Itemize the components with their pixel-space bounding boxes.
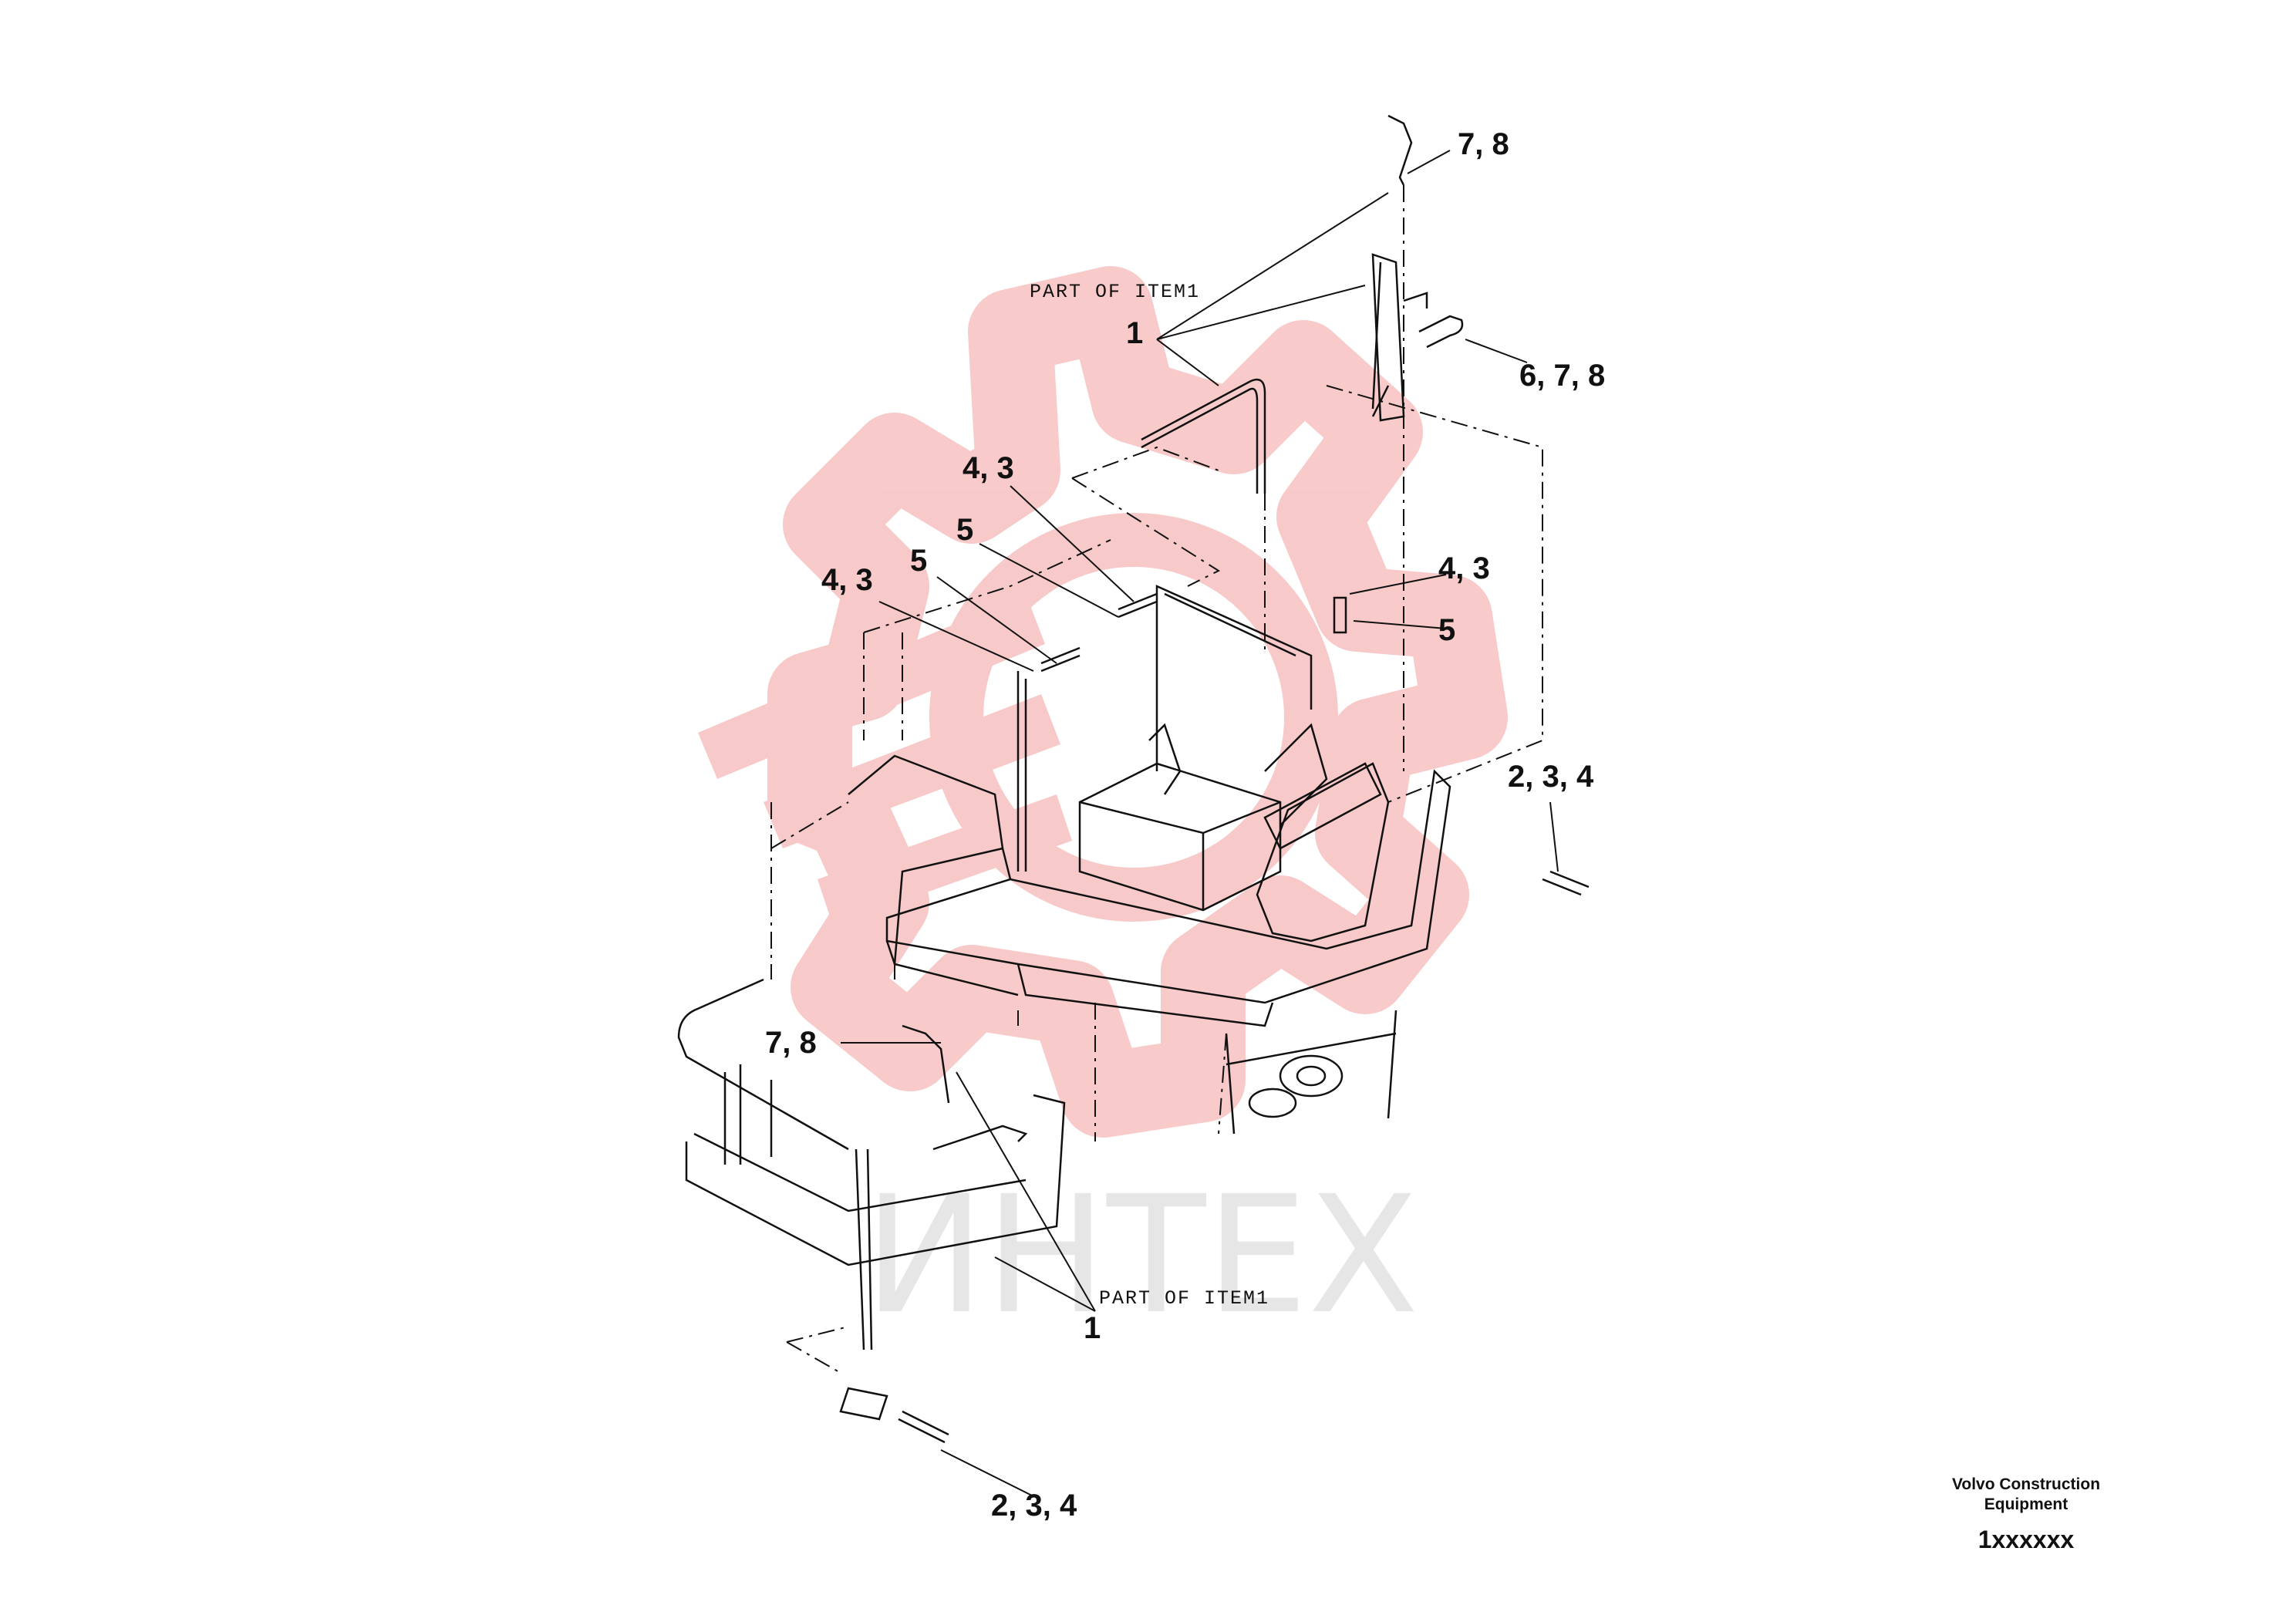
callout-5-a: 5	[956, 513, 973, 547]
note-part-of-item1-bottom: PART OF ITEM1	[1099, 1287, 1269, 1310]
brand-line-2: Equipment	[1984, 1496, 2068, 1513]
part-code: 1xxxxxx	[1977, 1526, 2075, 1553]
callout-1-top: 1	[1126, 316, 1143, 350]
leader-lines	[841, 150, 1559, 1497]
construction-lines	[770, 185, 1543, 1374]
callout-4-3-c: 4, 3	[1438, 551, 1490, 585]
brand-block: Volvo Construction Equipment 1xxxxxx	[1926, 1475, 2126, 1554]
watermark-text: ИНТЕХ	[864, 1161, 1419, 1350]
callout-4-3-a: 4, 3	[963, 451, 1014, 485]
callout-2-3-4-right: 2, 3, 4	[1508, 760, 1594, 794]
callout-5-b: 5	[910, 544, 927, 578]
callout-6-7-8: 6, 7, 8	[1519, 359, 1605, 393]
callout-1-bottom: 1	[1084, 1311, 1101, 1345]
watermark-gear-icon	[698, 266, 1508, 1138]
note-part-of-item1-top: PART OF ITEM1	[1030, 281, 1200, 303]
machine-frame-drawing	[677, 114, 1590, 1444]
callout-4-3-b: 4, 3	[821, 563, 873, 597]
callout-5-c: 5	[1438, 613, 1455, 647]
callout-7-8-top: 7, 8	[1458, 127, 1509, 161]
callout-2-3-4-bottom: 2, 3, 4	[991, 1489, 1077, 1523]
brand-line-1: Volvo Construction	[1951, 1475, 2101, 1493]
callout-7-8-bottom: 7, 8	[765, 1026, 817, 1060]
